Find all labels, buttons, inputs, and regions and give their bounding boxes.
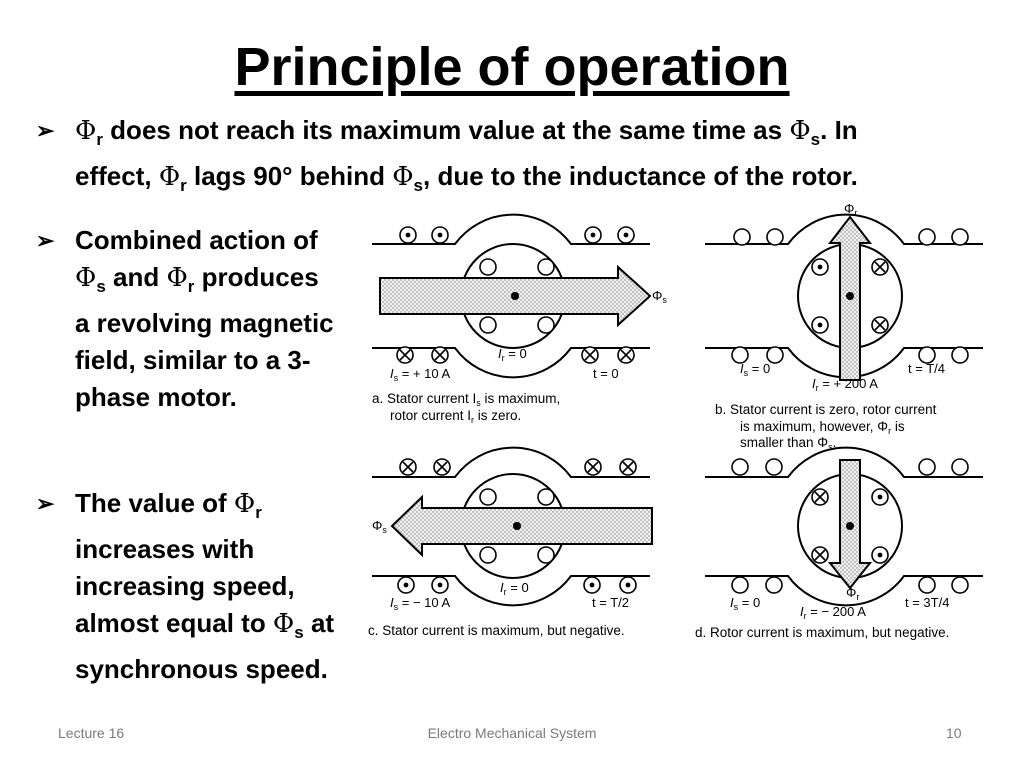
bullet-3: ➢ The value of Φr increases with increas…: [36, 485, 358, 688]
panel-a-stator-current-max: Φs Is = + 10 A Ir = 0 t = 0 a. Stator cu…: [372, 213, 667, 425]
flux-label: Φr: [844, 201, 857, 218]
time-label: t = 3T/4: [905, 595, 949, 610]
panel-d-rotor-current-negative: Φr Is = 0 Ir = − 200 A t = 3T/4 d. Rotor…: [695, 446, 983, 640]
caption-c: c. Stator current is maximum, but negati…: [368, 623, 625, 638]
bullet-3-text: The value of Φr increases with increasin…: [75, 488, 335, 685]
stator-conductor-dot-icon: [399, 226, 635, 244]
bullet-arrow-icon: ➢: [36, 491, 55, 516]
flux-label: Φs: [372, 518, 387, 535]
stator-current-label: Is = − 10 A: [390, 595, 450, 612]
time-label: t = T/4: [908, 361, 945, 376]
footer-page-number: 10: [946, 725, 962, 741]
rotor-current-label: Ir = 0: [500, 580, 529, 597]
phi-symbol: Φ: [75, 116, 97, 146]
flux-label: Φr: [846, 585, 859, 602]
rotor-current-label: Ir = + 200 A: [812, 376, 878, 393]
bullet-arrow-icon: ➢: [36, 228, 55, 253]
stator-current-label: Is = 0: [740, 361, 770, 378]
bullet-1: ➢ Φr does not reach its maximum value at…: [36, 112, 938, 204]
caption-d: d. Rotor current is maximum, but negativ…: [695, 625, 949, 640]
panel-c-stator-current-negative: Φs Is = − 10 A Ir = 0 t = T/2 c. Stator …: [368, 446, 653, 638]
panel-b-rotor-current-max: Φr Is = 0 Ir = + 200 A t = T/4 b. Stator…: [705, 201, 983, 452]
bullet-arrow-icon: ➢: [36, 118, 55, 143]
caption-a-line1: a. Stator current Is is maximum,: [372, 391, 560, 408]
stator-current-label: Is = + 10 A: [390, 366, 450, 383]
footer-course-title: Electro Mechanical System: [427, 725, 597, 741]
slide-title: Principle of operation: [234, 37, 790, 97]
stator-current-label: Is = 0: [730, 595, 760, 612]
flux-arrow-left-icon: [390, 494, 653, 558]
rotor-current-label: Ir = − 200 A: [800, 604, 866, 621]
flux-label: Φs: [652, 288, 667, 305]
footer-lecture: Lecture 16: [58, 725, 125, 741]
stator-conductor-cross-icon: [399, 458, 637, 476]
motor-operation-diagram: Φs Is = + 10 A Ir = 0 t = 0 a. Stator cu…: [368, 201, 983, 640]
rotor-current-label: Ir = 0: [498, 346, 527, 363]
caption-a-line2: rotor current Ir is zero.: [390, 408, 521, 425]
caption-b-line1: b. Stator current is zero, rotor current: [715, 402, 937, 417]
bullet-2: ➢ Combined action of Φs and Φr produces …: [36, 222, 338, 416]
bullet-2-text: Combined action of Φs and Φr produces a …: [75, 225, 334, 413]
time-label: t = T/2: [592, 595, 629, 610]
caption-b-line2: is maximum, however, Φr is: [740, 419, 905, 436]
bullet-1-text: Φr does not reach its maximum value at t…: [75, 115, 858, 196]
time-label: t = 0: [593, 366, 619, 381]
caption-b-line3: smaller than Φs.: [740, 435, 836, 452]
